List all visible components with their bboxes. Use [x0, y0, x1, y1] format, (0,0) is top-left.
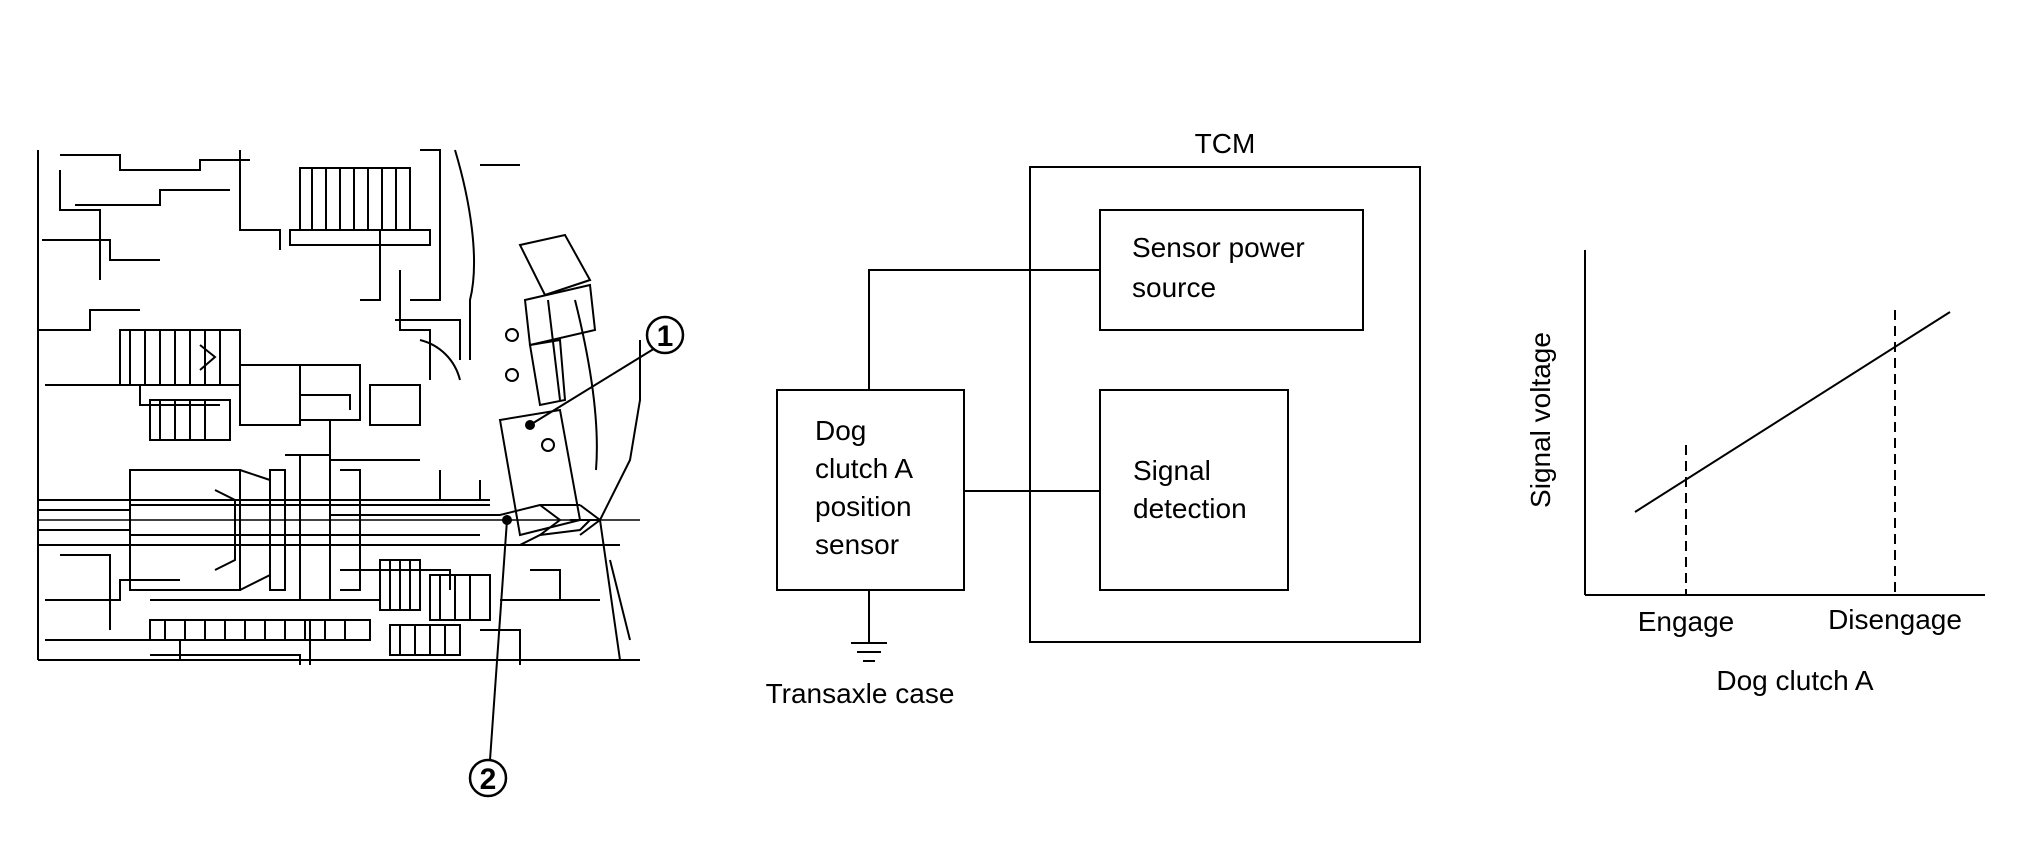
tcm-label: TCM [1195, 128, 1256, 159]
signal-graph [1584, 250, 1985, 596]
sensor-power-source-box [1099, 209, 1364, 331]
leader-dots [502, 420, 535, 525]
leader-dot-2 [502, 515, 512, 525]
callout-2-text: 2 [480, 763, 497, 796]
graph-tick-disengage: Disengage [1828, 604, 1962, 635]
callout-1-text: 1 [657, 320, 674, 353]
transaxle-case-label: Transaxle case [766, 678, 955, 709]
graph-tick-engage: Engage [1638, 606, 1735, 637]
signal-detection-label: Signal detection [1133, 455, 1247, 524]
transaxle-cutaway-drawing [37, 149, 666, 761]
signal-voltage-line [1634, 311, 1951, 513]
graph-y-label: Signal voltage [1525, 332, 1556, 508]
leader-dot-1 [525, 420, 535, 430]
callout-2: 2 [468, 758, 508, 798]
signal-detection-box [1099, 389, 1289, 591]
power-wire [868, 269, 1100, 390]
circuit-diagram [776, 166, 1421, 662]
dog-clutch-sensor-label: Dog clutch A position sensor [815, 415, 919, 560]
sensor-power-source-label: Sensor power source [1132, 232, 1313, 303]
graph-x-label: Dog clutch A [1716, 665, 1874, 696]
tcm-box [1029, 166, 1421, 643]
callout-1: 1 [645, 315, 685, 355]
ground-symbol [851, 642, 887, 662]
